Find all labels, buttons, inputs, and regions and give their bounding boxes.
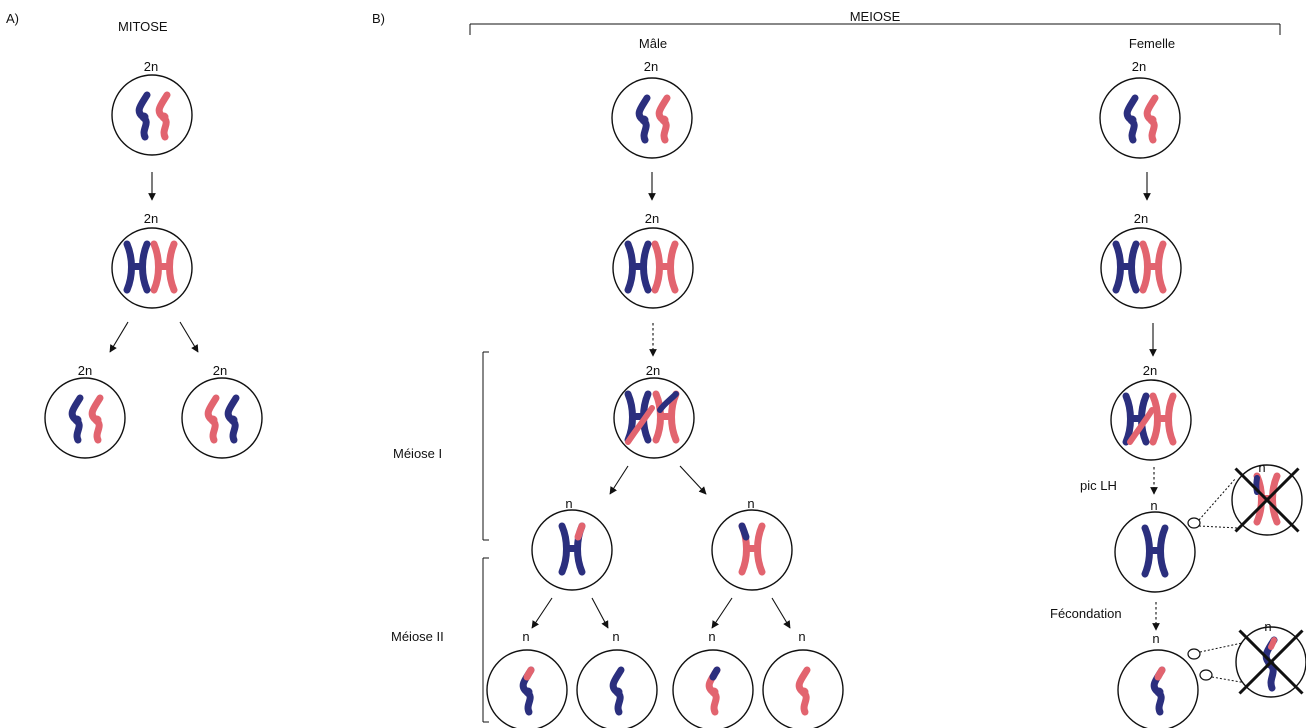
polar-body <box>1199 669 1213 681</box>
centromere <box>799 687 809 697</box>
ploidy-label: 2n <box>212 363 228 378</box>
centromere <box>1148 547 1162 554</box>
meiosis-2-label: Méiose II <box>391 629 444 644</box>
centromere <box>159 112 169 122</box>
centromere <box>639 115 649 125</box>
crossover-segment <box>657 391 679 413</box>
ploidy-label: n <box>1264 619 1272 634</box>
chromosome-tip <box>574 522 586 541</box>
centromere <box>565 545 579 552</box>
centromere <box>659 413 673 420</box>
centromere <box>1129 415 1143 422</box>
centromere <box>208 415 218 425</box>
panel-a-title: MITOSE <box>118 19 168 34</box>
ploidy-label: n <box>798 629 806 644</box>
ploidy-label: 2n <box>1131 59 1147 74</box>
ploidy-label: n <box>1258 460 1266 475</box>
centromere <box>130 263 144 270</box>
crossover-segment <box>1127 407 1155 445</box>
polar-body <box>1187 517 1201 529</box>
male-label: Mâle <box>638 36 668 51</box>
chromosome-tip <box>523 666 535 681</box>
zoom-line <box>1198 477 1237 521</box>
centromere <box>72 415 82 425</box>
lh-peak-label: pic LH <box>1080 478 1117 493</box>
chromosome-tip <box>1268 637 1277 650</box>
cross-out-mark <box>1238 629 1304 695</box>
arrow <box>771 597 791 629</box>
ploidy-label: n <box>1152 631 1160 646</box>
ploidy-label: 2n <box>143 59 159 74</box>
panel-b-letter: B) <box>372 11 385 26</box>
ploidy-label: n <box>708 629 716 644</box>
centromere <box>745 545 759 552</box>
ploidy-label: n <box>612 629 620 644</box>
cell <box>1099 77 1181 159</box>
arrow <box>109 321 129 353</box>
cell <box>111 74 193 156</box>
chromosome-tip <box>1154 666 1166 681</box>
cell <box>611 77 693 159</box>
ploidy-label: 2n <box>644 211 660 226</box>
ploidy-label: 2n <box>1142 363 1158 378</box>
cell <box>111 227 193 309</box>
zoom-line <box>1199 642 1243 653</box>
fertilization-label: Fécondation <box>1050 606 1122 621</box>
cross-out-mark <box>1234 467 1300 533</box>
chromosome-tip <box>738 522 750 541</box>
centromere <box>659 115 669 125</box>
cell <box>181 377 263 459</box>
ploidy-label: n <box>1150 498 1158 513</box>
centromere <box>1146 263 1160 270</box>
centromere <box>157 263 171 270</box>
female-label: Femelle <box>1128 36 1176 51</box>
centromere <box>658 263 672 270</box>
cell <box>1100 227 1182 309</box>
centromere <box>613 687 623 697</box>
ploidy-label: 2n <box>645 363 661 378</box>
centromere <box>631 263 645 270</box>
cell <box>613 377 695 459</box>
arrow <box>179 321 199 353</box>
centromere <box>1156 415 1170 422</box>
centromere <box>1119 263 1133 270</box>
cell <box>612 227 694 309</box>
panel-a-letter: A) <box>6 11 19 26</box>
centromere <box>228 415 238 425</box>
arrow <box>531 597 553 629</box>
polar-body <box>1187 648 1201 660</box>
zoom-line <box>1198 525 1239 529</box>
arrow <box>711 597 733 629</box>
meiosis-1-label: Méiose I <box>393 446 443 461</box>
centromere <box>1127 115 1137 125</box>
ploidy-label: 2n <box>77 363 93 378</box>
centromere <box>709 687 719 697</box>
centromere <box>1147 115 1157 125</box>
ploidy-label: 2n <box>143 211 159 226</box>
arrow <box>679 465 707 495</box>
centromere <box>139 112 149 122</box>
ploidy-label: 2n <box>643 59 659 74</box>
crossover-segment <box>625 405 655 445</box>
centromere <box>92 415 102 425</box>
cell <box>44 377 126 459</box>
panel-b-title: MEIOSE <box>849 9 901 24</box>
centromere <box>1154 687 1164 697</box>
cell <box>1110 379 1192 461</box>
ploidy-label: n <box>522 629 530 644</box>
arrow <box>591 597 609 629</box>
chromosome-tip <box>709 666 721 681</box>
ploidy-label: 2n <box>1133 211 1149 226</box>
arrow <box>609 465 629 495</box>
ploidy-label: n <box>747 496 755 511</box>
ploidy-label: n <box>565 496 573 511</box>
centromere <box>523 687 533 697</box>
